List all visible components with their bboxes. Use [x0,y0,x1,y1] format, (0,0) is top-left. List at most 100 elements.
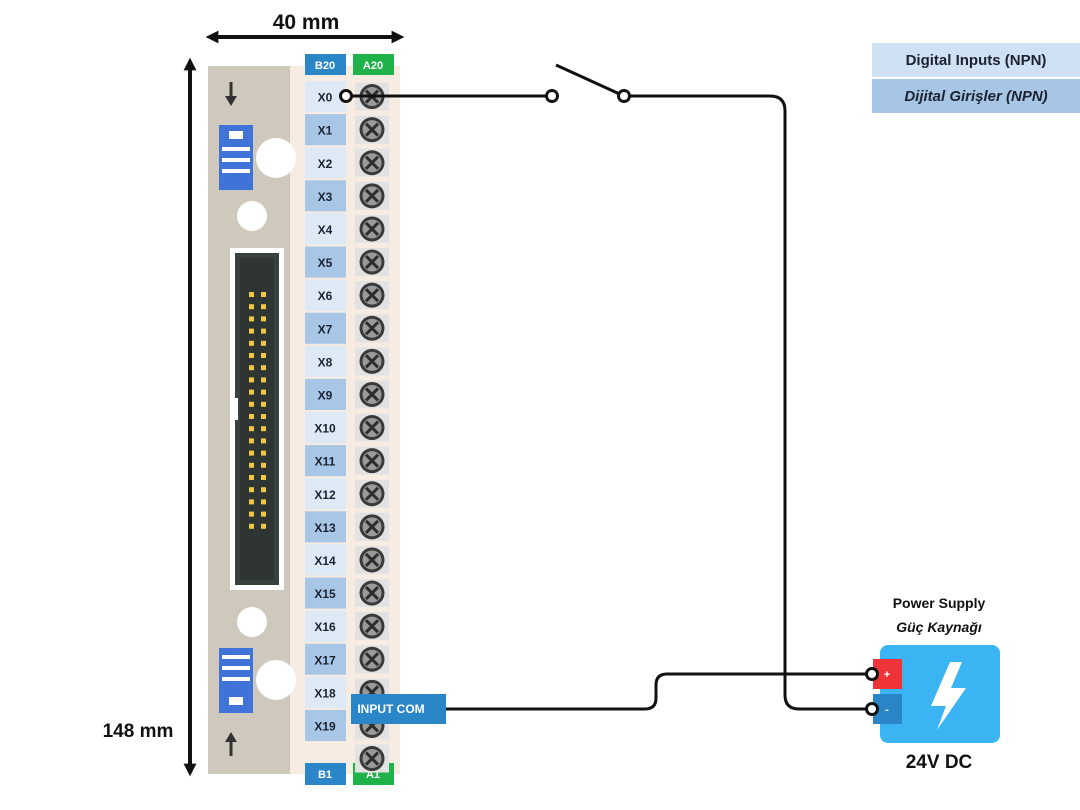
input-label-x17: X17 [314,653,336,667]
input-label-x10: X10 [314,422,336,436]
input-label-box [305,544,346,576]
input-label-x1: X1 [318,124,333,138]
input-label-box [305,213,346,245]
connector-pin [261,438,266,444]
connector-pin [249,499,254,505]
connector-pin [249,438,254,444]
connector-pin [261,487,266,493]
svg-text:-: - [885,704,889,716]
connector-pin [249,365,254,371]
input-label-x16: X16 [314,620,336,634]
x0-terminal-point [339,89,353,103]
connector-pin [249,353,254,358]
svg-text:A20: A20 [363,60,383,72]
input-label-x11: X11 [315,455,336,469]
tag-b1: B1 [305,763,346,785]
input-label-x9: X9 [318,388,333,402]
input-label-box [305,378,346,410]
connector-pin [261,401,266,407]
terminal-screw [353,345,391,377]
terminal-screw [353,279,391,311]
terminal-screw [353,378,391,410]
terminal-screw [353,246,391,278]
input-label-box [305,312,346,344]
input-label-box [305,180,346,212]
terminal-screw [353,213,391,245]
connector-pin [261,292,266,297]
connector-pin [261,462,266,468]
terminal-rows: X0X1X2X3X4X5X6X7X8X9X10X11X12X13X14X15X1… [305,81,391,775]
input-label-box [305,610,346,642]
psu-title-tr: Güç Kaynağı [896,619,982,635]
svg-text:B1: B1 [318,769,332,781]
psu-voltage: 24V DC [906,752,973,773]
connector-pin [261,414,266,419]
connector-pin [249,328,254,334]
input-label-box [305,709,346,741]
power-supply: + - [873,645,1000,743]
connector-pin [249,523,254,529]
connector-pin [261,353,266,358]
psu-minus-connection [865,702,879,716]
title-english: Digital Inputs (NPN) [872,43,1080,77]
terminal-screw [353,412,391,444]
terminal-screw [353,511,391,543]
connector-pin [261,426,266,432]
input-label-x2: X2 [318,157,333,171]
svg-text:B20: B20 [315,60,335,72]
input-label-x7: X7 [318,322,333,336]
connector-pin [261,316,266,322]
terminal-screw [353,743,391,775]
input-com-label: INPUT COM [351,694,446,724]
connector-pin [249,450,254,456]
terminal-screw [353,544,391,576]
input-label-box [305,676,346,708]
connector-pin [249,487,254,493]
input-label-x15: X15 [314,587,336,601]
input-label-box [305,114,346,146]
connector-pin [249,292,254,297]
terminal-screw [353,577,391,609]
connector-pin [261,475,266,480]
lightning-icon [931,662,966,730]
input-label-x8: X8 [318,355,333,369]
input-label-box [305,147,346,179]
connector-pin [261,304,266,310]
top-clip [219,125,253,190]
input-label-box [305,279,346,311]
input-label-box [305,246,346,278]
input-label-box [305,478,346,510]
connector-pin [249,389,254,395]
input-label-box [305,577,346,609]
input-label-box [305,643,346,675]
switch-contact-right [617,89,631,103]
terminal-screw [353,478,391,510]
connector-pin [261,499,266,505]
ribbon-connector [230,248,284,590]
height-dimension-label: 148 mm [103,721,174,742]
svg-text:INPUT COM: INPUT COM [357,702,424,716]
connector-pin [249,426,254,432]
terminal-screw [353,147,391,179]
bottom-clip [219,648,253,713]
connector-pin [261,377,266,383]
input-label-x3: X3 [318,190,333,204]
connector-pin [249,401,254,407]
input-label-x12: X12 [314,488,336,502]
wires [346,63,874,711]
wire-com-to-psu-plus [446,672,874,711]
connector-pin [249,316,254,322]
connector-pin [261,340,266,346]
connector-pin [261,389,266,395]
input-label-x19: X19 [314,719,336,733]
input-label-x0: X0 [318,91,333,105]
connector-pin [249,462,254,468]
terminal-screw [353,445,391,477]
connector-pin [249,377,254,383]
input-label-box [305,412,346,444]
connector-pin [249,475,254,480]
input-label-x5: X5 [318,256,333,270]
terminal-screw [353,610,391,642]
terminal-screw [353,114,391,146]
